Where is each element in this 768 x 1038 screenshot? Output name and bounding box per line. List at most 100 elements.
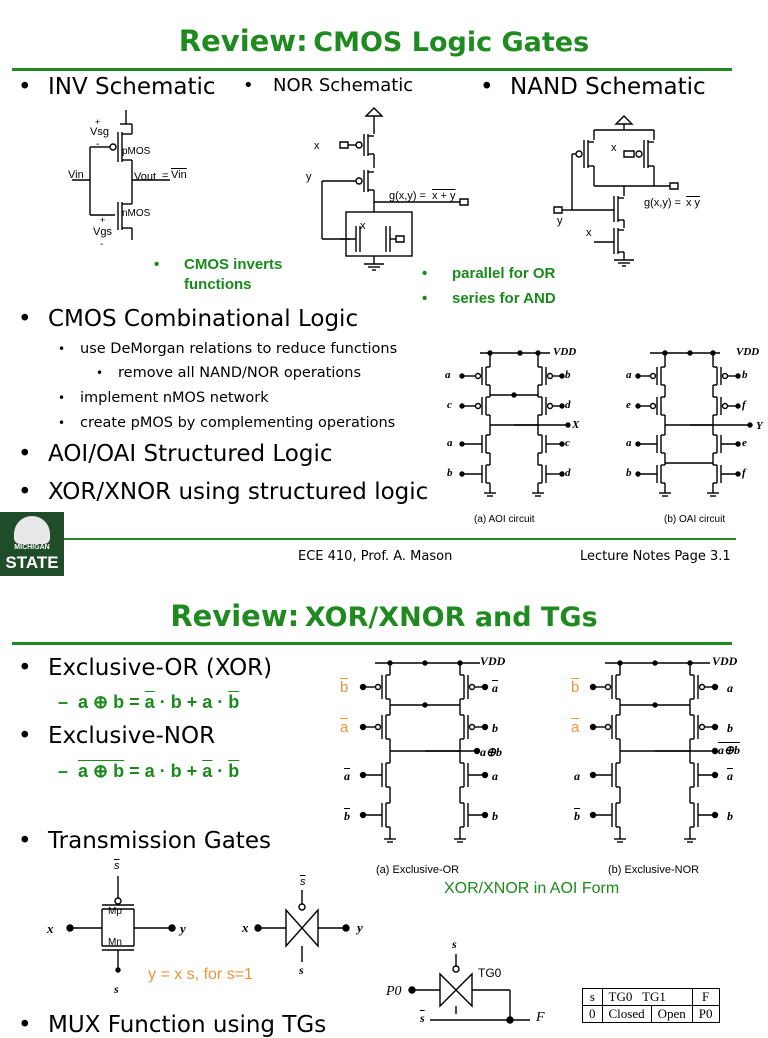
footer-left: ECE 410, Prof. A. Mason <box>298 549 453 564</box>
aoi-label: AOI/OAI Structured Logic <box>48 441 333 467</box>
xor-side-abar: a <box>340 719 349 736</box>
table-row: 0 Closed Open P0 <box>582 1005 720 1023</box>
xor-l3: a <box>344 769 350 783</box>
aoi-circuit <box>459 350 571 497</box>
oai-in-f1: f <box>742 399 746 411</box>
xnor-eq-dash: – <box>58 761 69 781</box>
logo-text-michigan: MICHIGAN <box>14 544 50 551</box>
xor-circuit <box>359 660 489 843</box>
xnor-r2: b <box>727 721 733 735</box>
sub-remove-text: remove all NAND/NOR operations <box>118 365 362 381</box>
bullet-xnor: •Exclusive-NOR <box>18 723 216 749</box>
aoi-in-b2: b <box>447 467 453 479</box>
inv-vsg: Vsg <box>90 126 109 138</box>
xor-eq-t1b: · b + <box>159 692 198 712</box>
aoi-in-c2: c <box>565 437 570 449</box>
xnor-equation: – a ⊕ b = a · b + a · b <box>58 761 239 782</box>
bullet-nand: •NAND Schematic <box>480 74 706 100</box>
inv-pmos: pMOS <box>122 146 151 157</box>
bullet-tg: •Transmission Gates <box>18 828 271 854</box>
comb-label: CMOS Combinational Logic <box>48 306 359 332</box>
aoi-form-caption: XOR/XNOR in AOI Form <box>444 880 620 897</box>
tgsym-x: x <box>242 920 249 935</box>
table-header-s: s <box>582 988 603 1006</box>
msu-logo: MICHIGAN STATE <box>0 512 64 576</box>
oai-out: Y <box>756 420 763 432</box>
mux-tg0: TG0 <box>478 966 502 980</box>
tgsym-s: s <box>299 963 304 977</box>
xor-r2: b <box>492 721 498 735</box>
xnor-label: Exclusive-NOR <box>48 723 216 749</box>
xor-eq-eq: = <box>129 692 140 712</box>
inv-vgs: Vgs <box>93 226 112 238</box>
xor-eq-bbar: b <box>228 692 240 712</box>
sub-pmos-text: create pMOS by complementing operations <box>80 415 396 431</box>
mux-sbar: s <box>420 1011 425 1025</box>
sub-remove: •remove all NAND/NOR operations <box>96 365 362 381</box>
mux-schematic <box>408 954 530 1024</box>
inv-minus-top: - <box>96 139 100 150</box>
xor-structured-label: XOR/XNOR using structured logic <box>48 479 429 505</box>
slide2-title-rule <box>12 642 732 645</box>
xnor-r4: b <box>727 809 733 823</box>
oai-in-e1: e <box>626 399 631 411</box>
xor-eq-t2a: a · <box>202 692 224 712</box>
inv-label: INV Schematic <box>48 74 216 100</box>
sub-demorgan-text: use DeMorgan relations to reduce functio… <box>80 341 398 357</box>
xor-label: Exclusive-OR (XOR) <box>48 655 273 681</box>
nor-label: NOR Schematic <box>273 75 414 96</box>
nand-g-prefix: g(x,y) = <box>644 197 681 209</box>
tgsym-sbar-text: s <box>300 876 306 888</box>
note-parallel-series: •parallel for OR •series for AND <box>422 265 556 307</box>
xor-side-bbar: b <box>340 679 349 696</box>
oai-circuit <box>635 350 753 497</box>
xnor-eq-eq: = <box>129 761 140 781</box>
mux-f: F <box>536 1010 545 1025</box>
logo-text-state: STATE <box>5 553 59 572</box>
sub-nmos: •implement nMOS network <box>58 390 269 406</box>
tg-y: y <box>180 921 186 936</box>
aoi-in-a2: a <box>447 437 453 449</box>
slide1-title-prefix: Review: <box>178 24 308 58</box>
nor-schematic <box>321 107 469 271</box>
tgsym-sbar: s <box>300 876 306 888</box>
slide1-title: Review: CMOS Logic Gates <box>0 24 768 58</box>
note-series: series for AND <box>452 290 556 307</box>
nand-schematic <box>553 115 679 267</box>
mux-truth-table: s TG0 TG1 F 0 Closed Open P0 <box>582 988 720 1023</box>
nor-g-prefix: g(x,y) = <box>389 190 426 202</box>
tg-equation: y = x s, for s=1 <box>148 966 253 983</box>
footer-right: Lecture Notes Page 3.1 <box>580 549 731 564</box>
nand-x: x <box>611 142 617 154</box>
aoi-out: X <box>572 419 580 431</box>
bullet-comb: •CMOS Combinational Logic <box>18 306 359 332</box>
tg-sbar: s <box>114 860 120 872</box>
aoi-in-c1: c <box>447 399 452 411</box>
tg-x: x <box>47 921 54 936</box>
table-header-tgs: TG0 TG1 <box>601 988 693 1006</box>
tg-mp: Mp <box>108 906 122 917</box>
inv-schematic <box>72 110 170 240</box>
xor-caption: (a) Exclusive-OR <box>376 864 460 876</box>
inv-eq: = <box>162 170 169 182</box>
xor-r4: b <box>492 809 498 823</box>
table-header-f: F <box>691 988 720 1006</box>
aoi-caption: (a) AOI circuit <box>474 514 535 525</box>
bullet-xor-structured: •XOR/XNOR using structured logic <box>18 479 429 505</box>
mux-label: MUX Function using TGs <box>48 1012 327 1038</box>
aoi-in-b1: b <box>565 369 571 381</box>
xnor-eq-lhs: a ⊕ b <box>78 761 125 781</box>
mux-p0: P0 <box>386 984 402 999</box>
aoi-in-d2: d <box>565 467 571 479</box>
oai-in-b2: b <box>626 467 632 479</box>
table-cell-tg1: Open <box>650 1005 693 1023</box>
bullet-aoi: •AOI/OAI Structured Logic <box>18 441 333 467</box>
nand-x2: x <box>586 227 592 239</box>
slide2-title: Review: XOR/XNOR and TGs <box>0 599 768 633</box>
xnor-r3: a <box>727 769 733 783</box>
xnor-eq-t1: a · b + <box>144 761 198 781</box>
xnor-eq-abar: a <box>202 761 213 781</box>
table-cell-s: 0 <box>582 1005 603 1023</box>
table-header-row: s TG0 TG1 F <box>582 988 720 1006</box>
slide1-title-main: CMOS Logic Gates <box>313 27 590 58</box>
